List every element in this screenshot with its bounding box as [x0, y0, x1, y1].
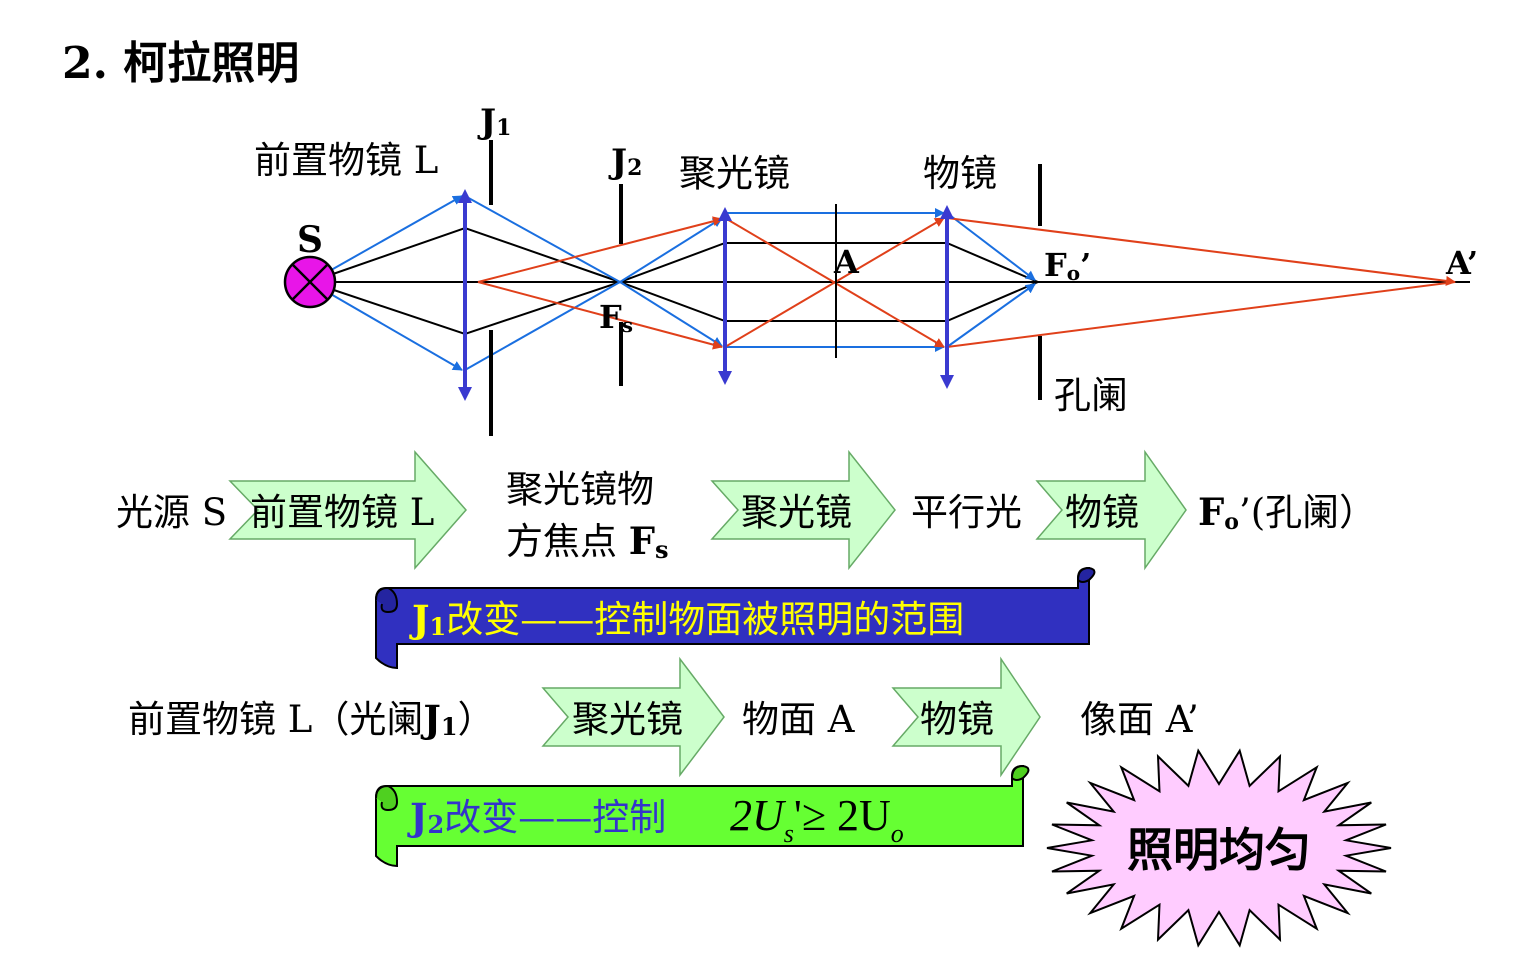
- label-Fo-prime: Fo’: [1044, 246, 1091, 285]
- flow2-arrow-condenser: 聚光镜: [541, 656, 725, 778]
- flow2-arrow-objective: 物镜: [891, 656, 1041, 778]
- page-title: 2. 柯拉照明: [62, 38, 299, 89]
- svg-text:物镜: 物镜: [1065, 491, 1139, 534]
- flow2-start: 前置物镜 L（光阑J1）: [128, 697, 495, 741]
- flow1-mid2: 平行光: [911, 491, 1022, 534]
- banner-j1: J1改变——控制物面被照明的范围: [375, 566, 1096, 670]
- label-image-A-prime: A’: [1445, 244, 1478, 282]
- burst-badge: 照明均匀: [1046, 748, 1392, 948]
- label-J2: J2: [608, 142, 642, 182]
- svg-text:聚光镜: 聚光镜: [741, 491, 852, 534]
- label-objective: 物镜: [923, 152, 997, 195]
- label-source-S: S: [297, 219, 323, 261]
- banner2-text: J2改变——控制: [407, 795, 666, 839]
- red-rays: [477, 216, 1456, 350]
- flow1-mid1-line1: 聚光镜物: [506, 468, 654, 511]
- banner-j2: J2改变——控制 2Us'≥ 2Uo: [375, 764, 1030, 868]
- flow1-start: 光源 S: [116, 491, 227, 534]
- label-aperture: 孔阑: [1054, 374, 1128, 417]
- flow1-end: Fo’(孔阑）: [1198, 490, 1376, 535]
- svg-text:前置物镜 L: 前置物镜 L: [250, 491, 434, 534]
- label-front-lens: 前置物镜 L: [254, 139, 438, 182]
- flow-row-2: 前置物镜 L（光阑J1） 聚光镜 物面 A 物镜 像面 A’: [128, 656, 1199, 778]
- flow2-mid1: 物面 A: [742, 698, 856, 741]
- flow1-arrow-condenser: 聚光镜: [710, 449, 896, 571]
- flow-row-1: 光源 S 前置物镜 L 聚光镜物 方焦点 Fs 聚光镜 平行光 物镜 Fo’(孔…: [116, 449, 1376, 571]
- light-source-icon: [283, 255, 337, 309]
- svg-text:物镜: 物镜: [920, 698, 994, 741]
- label-J1: J1: [477, 102, 511, 142]
- burst-text: 照明均匀: [1127, 823, 1311, 877]
- label-Fs: Fs: [599, 298, 633, 337]
- black-rays: [309, 226, 1039, 336]
- label-condenser: 聚光镜: [679, 152, 790, 195]
- label-point-A: A: [833, 243, 860, 281]
- banner2-formula: 2Us'≥ 2Uo: [730, 791, 904, 848]
- flow1-arrow-objective: 物镜: [1035, 449, 1187, 571]
- flow2-end: 像面 A’: [1080, 698, 1199, 741]
- banner1-text: J1改变——控制物面被照明的范围: [409, 597, 964, 641]
- flow1-arrow-front-lens: 前置物镜 L: [228, 450, 467, 570]
- flow1-mid1-line2: 方焦点 Fs: [506, 519, 669, 564]
- svg-text:聚光镜: 聚光镜: [572, 698, 683, 741]
